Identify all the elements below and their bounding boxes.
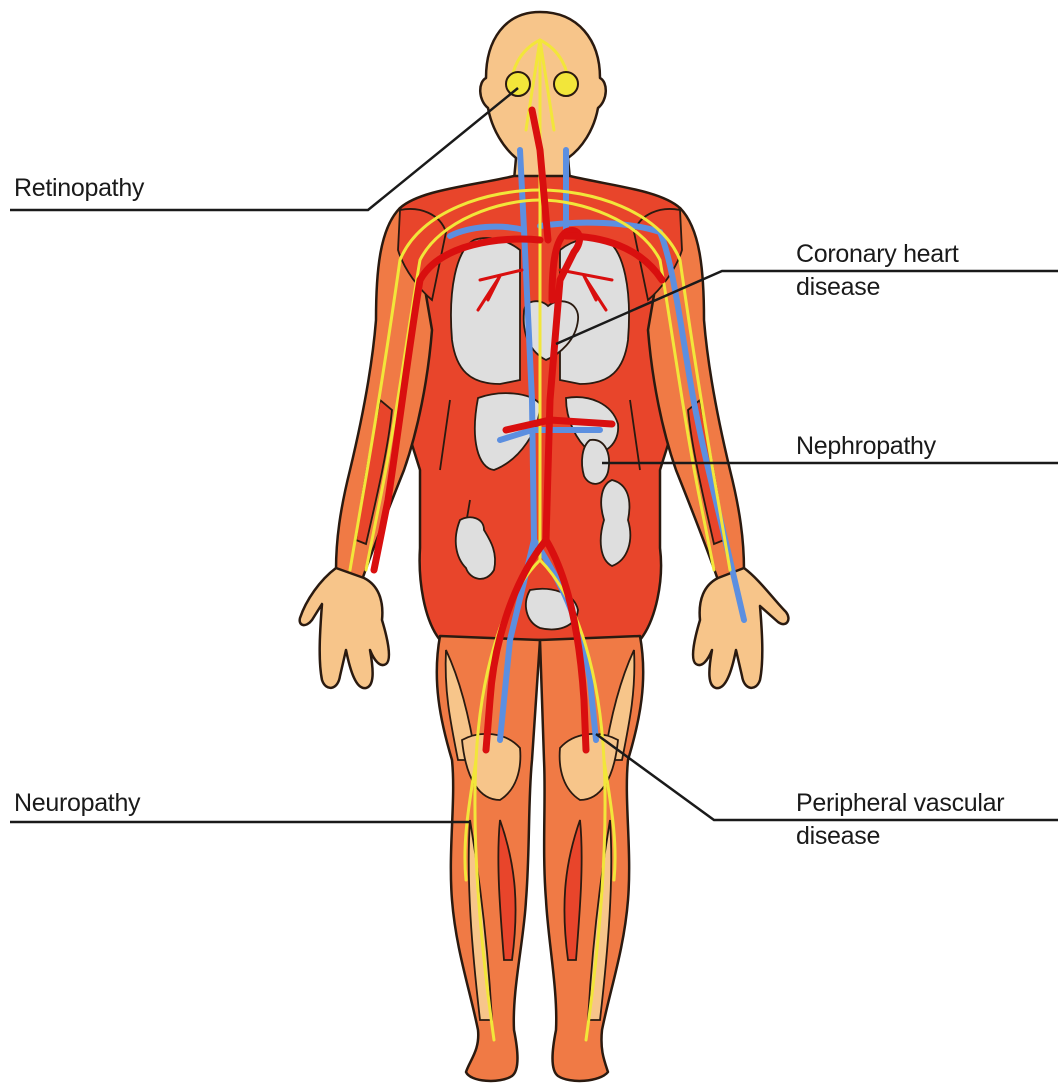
left-hand xyxy=(300,568,389,688)
label-coronary-line2: disease xyxy=(796,271,959,304)
label-neuropathy: Neuropathy xyxy=(14,787,140,820)
label-pvd-line1: Peripheral vascular xyxy=(796,787,1004,820)
right-eye xyxy=(554,72,578,96)
nerves xyxy=(350,40,730,1040)
left-eye xyxy=(506,72,530,96)
label-nephropathy: Nephropathy xyxy=(796,430,936,463)
label-neuropathy-text: Neuropathy xyxy=(14,787,140,820)
label-retinopathy-text: Retinopathy xyxy=(14,172,144,205)
left-lung xyxy=(451,238,520,384)
label-coronary-heart-disease: Coronary heart disease xyxy=(796,238,959,304)
label-coronary-line1: Coronary heart xyxy=(796,238,959,271)
right-hand xyxy=(693,568,788,688)
large-intestine-right xyxy=(601,480,631,566)
label-pvd-line2: disease xyxy=(796,820,1004,853)
label-peripheral-vascular-disease: Peripheral vascular disease xyxy=(796,787,1004,853)
label-retinopathy: Retinopathy xyxy=(14,172,144,205)
label-nephropathy-text: Nephropathy xyxy=(796,430,936,463)
